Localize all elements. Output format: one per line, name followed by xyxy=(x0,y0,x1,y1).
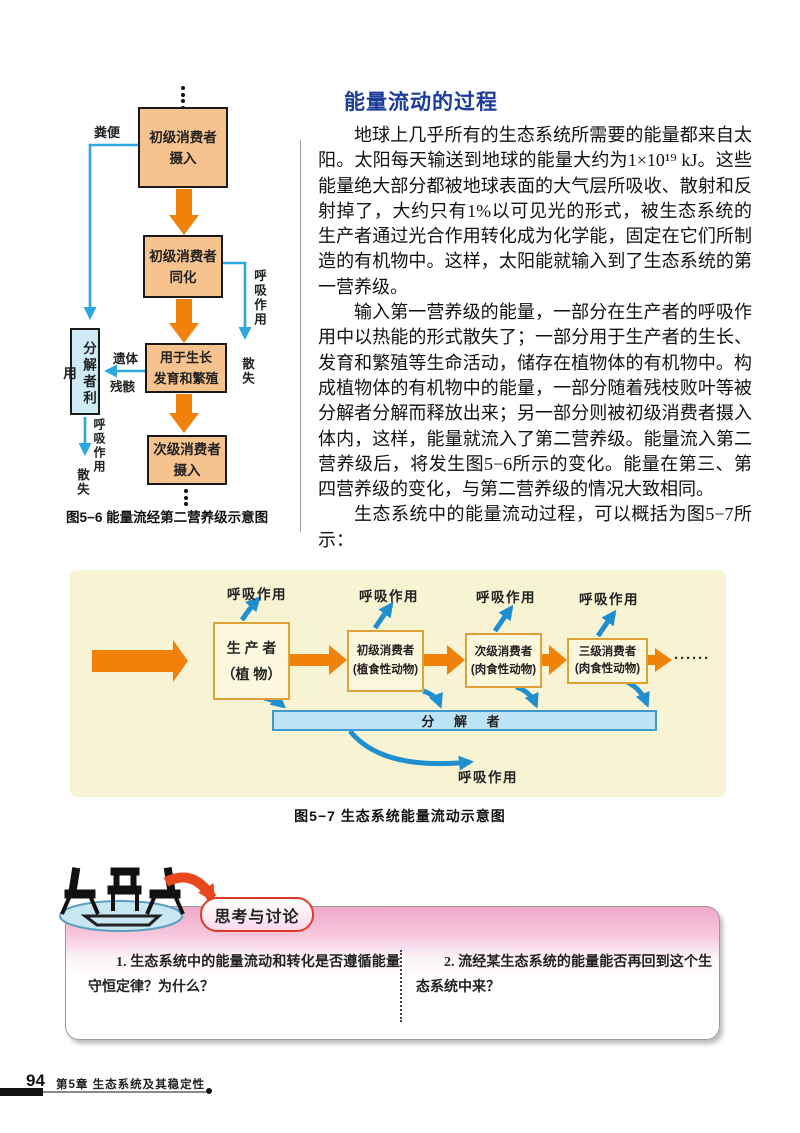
discussion-question-2: 2. 流经某生态系统的能量能否再回到这个生态系统中来？ xyxy=(416,955,712,995)
box-secondary-consumer-intake: 次级消费者 摄入 xyxy=(147,435,227,485)
feces-arrow-icon xyxy=(83,143,138,320)
footer-rule xyxy=(43,1091,206,1093)
box-label: 初级消费者 xyxy=(356,645,415,657)
box-label: 发育和繁殖 xyxy=(153,371,219,386)
down-flow-arrow-icon xyxy=(168,189,199,235)
footer-bar xyxy=(0,1088,43,1096)
remains-label-1: 遗体 xyxy=(113,352,139,366)
footer-dot xyxy=(206,1088,212,1094)
to-decomposer-arrow-icon xyxy=(422,688,443,709)
decomposer-respiration-arrow-icon xyxy=(348,729,474,771)
article-column: 能量流动的过程 地球上几乎所有的生态系统所需要的能量都来自太阳。太阳每天输送到地… xyxy=(318,86,752,553)
respiration-label: 呼吸作用 xyxy=(227,587,287,602)
box-label: 初级消费者 xyxy=(149,129,217,145)
box-label: (肉食性动物) xyxy=(574,663,641,675)
respiration-loss-arrow-icon xyxy=(223,261,252,340)
box-label: (植食性动物) xyxy=(352,664,419,676)
column-divider xyxy=(300,140,301,532)
chapter-title: 第5章 生态系统及其稳定性 xyxy=(56,1079,206,1091)
box-producer: 生 产 者 （植 物） xyxy=(213,622,290,700)
page-number: 94 xyxy=(26,1071,45,1090)
feces-label: 粪便 xyxy=(94,125,121,140)
box-label: 摄入 xyxy=(173,463,201,478)
ellipsis-dots-top xyxy=(181,86,185,110)
question-divider xyxy=(400,950,402,1022)
remains-label-2: 残骸 xyxy=(110,380,136,394)
respiration-label-right: 呼吸作用 xyxy=(252,269,266,327)
box-primary-consumer-assimilation: 初级消费者 同化 xyxy=(143,235,223,298)
flow-arrow-icon xyxy=(542,645,567,675)
to-decomposer-arrow-icon xyxy=(515,684,539,709)
continuation-ellipsis: ······ xyxy=(674,650,710,667)
loss-label-left: 散失 xyxy=(75,468,89,497)
paragraph-figure-intro: 生态系统中的能量流动过程，可以概括为图5−7所示： xyxy=(318,504,752,550)
box-primary-consumer: 初级消费者 (植食性动物) xyxy=(347,630,424,692)
section-heading: 能量流动的过程 xyxy=(344,91,498,114)
respiration-up-arrow-icon xyxy=(492,604,514,633)
discussion-chairs-icon xyxy=(59,866,185,932)
box-label: （植 物） xyxy=(221,666,282,682)
box-secondary-consumer: 次级消费者 (肉食性动物) xyxy=(465,633,542,688)
respiration-up-arrow-icon xyxy=(372,601,394,630)
paragraph-first-trophic-level: 输入第一营养级的能量，一部分在生产者的呼吸作用中以热能的形式散失了；一部分用于生… xyxy=(318,302,752,500)
figure-5-6: 初级消费者 摄入 初级消费者 同化 用于生长 发育和繁殖 次级消费者 摄入 分解… xyxy=(60,85,310,533)
respiration-label: 呼吸作用 xyxy=(359,589,419,604)
ellipsis-dots-bottom xyxy=(184,489,188,506)
respiration-up-arrow-icon xyxy=(595,609,617,638)
box-decomposer-use: 分解者利用 xyxy=(61,328,100,415)
box-label: 摄入 xyxy=(169,150,197,166)
respiration-label-left: 呼吸作用 xyxy=(92,418,106,474)
flow-arrow-icon xyxy=(648,648,672,672)
box-primary-consumer-intake: 初级消费者 摄入 xyxy=(138,107,228,188)
flow-arrow-icon xyxy=(290,645,347,675)
fig56-flow-arrows xyxy=(78,143,252,456)
figure-5-7-caption: 图5−7 生态系统能量流动示意图 xyxy=(294,808,506,824)
discussion-panel xyxy=(65,906,720,1040)
decomposer-bar: 分 解 者 xyxy=(272,710,657,731)
figure-5-7: 呼吸作用 呼吸作用 呼吸作用 呼吸作用 生 产 者 （植 物） 初级消费者 (植… xyxy=(70,570,726,797)
box-label: 三级消费者 xyxy=(578,646,637,658)
box-label: 用于生长 xyxy=(159,350,212,365)
paragraph-energy-source: 地球上几乎所有的生态系统所需要的能量都来自太阳。太阳每天输送到地球的能量大约为1… xyxy=(318,125,752,297)
respiration-label-bottom: 呼吸作用 xyxy=(458,770,518,785)
respiration-label: 呼吸作用 xyxy=(579,592,639,607)
figure-5-6-caption: 图5−6 能量流经第二营养级示意图 xyxy=(66,510,269,525)
box-label: 生 产 者 xyxy=(226,640,277,656)
down-flow-arrow-icon xyxy=(168,299,199,343)
energy-input-arrows xyxy=(92,640,672,682)
respiration-up-arrow-icon xyxy=(239,596,261,622)
discussion-question-1: 1. 生态系统中的能量流动和转化是否遵循能量守恒定律？为什么？ xyxy=(88,955,400,995)
box-label: 次级消费者 xyxy=(153,442,221,457)
discussion-pointer-arrow-icon xyxy=(163,872,217,904)
box-label: 初级消费者 xyxy=(149,248,217,264)
flow-arrow-icon xyxy=(424,645,465,675)
box-label: 次级消费者 xyxy=(474,645,533,658)
sunlight-input-arrow-icon xyxy=(92,640,188,682)
to-decomposer-arrow-icon xyxy=(623,678,650,708)
down-flow-arrow-icon xyxy=(168,394,199,433)
box-label: (肉食性动物) xyxy=(470,663,537,676)
box-label: 同化 xyxy=(169,269,197,285)
loss-label-right: 散失 xyxy=(240,357,254,386)
discussion-title-pill: 思考与讨论 xyxy=(200,897,314,932)
box-growth-development: 用于生长 发育和繁殖 xyxy=(145,343,227,393)
respiration-label: 呼吸作用 xyxy=(476,590,536,605)
box-tertiary-consumer: 三级消费者 (肉食性动物) xyxy=(567,638,648,684)
